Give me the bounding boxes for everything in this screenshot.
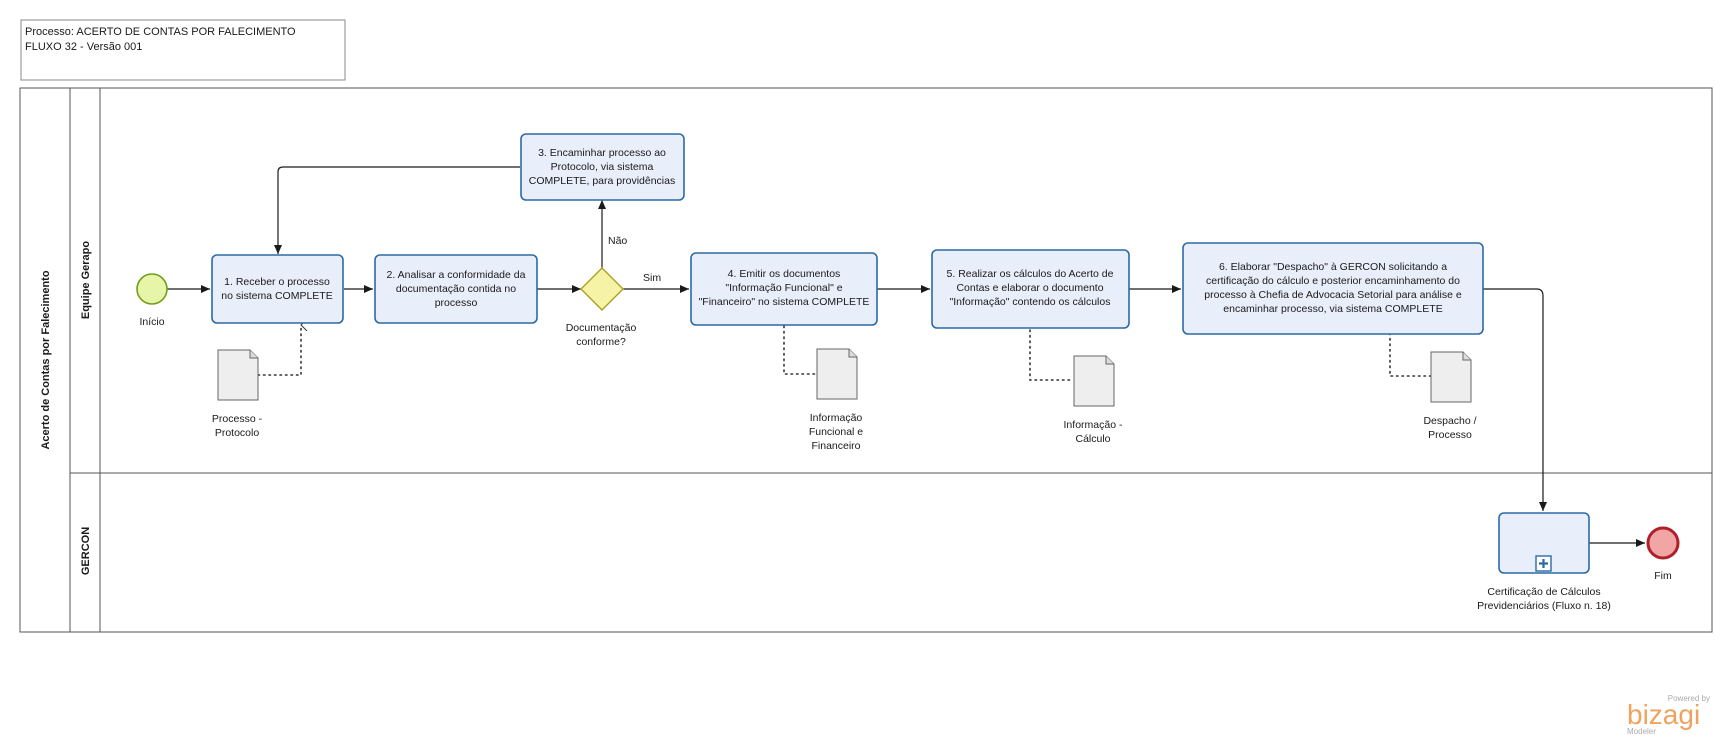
document-despacho-processo: Despacho / Processo bbox=[1423, 351, 1477, 441]
task-2[interactable]: 2. Analisar a conformidade da documentaç… bbox=[374, 254, 538, 324]
association-doc1 bbox=[257, 325, 301, 376]
task-6-line-3: processo à Chefia de Advocacia Setorial … bbox=[1204, 289, 1462, 301]
document-informacao-funcional: Informação Funcional e Financeiro bbox=[809, 348, 863, 452]
watermark-bottom: Modeler bbox=[1627, 727, 1656, 736]
doc-3-line-2: Cálculo bbox=[1075, 433, 1110, 445]
process-title: Processo: ACERTO DE CONTAS POR FALECIMEN… bbox=[25, 26, 296, 38]
task-2-line-2: documentação contida no bbox=[396, 283, 516, 295]
doc-2-line-1: Informação bbox=[810, 412, 863, 424]
doc-1-line-2: Protocolo bbox=[215, 427, 260, 439]
document-informacao-calculo: Informação - Cálculo bbox=[1064, 355, 1123, 445]
pool-label: Acerto de Contas por Falecimento bbox=[40, 270, 52, 449]
task-1-line-2: no sistema COMPLETE bbox=[221, 290, 332, 302]
task-1-line-1: 1. Receber o processo bbox=[224, 276, 330, 288]
task-3-line-2: Protocolo, via sistema bbox=[551, 161, 654, 173]
association-doc2 bbox=[783, 325, 817, 375]
subprocess-label-line-2: Previdenciários (Fluxo n. 18) bbox=[1477, 600, 1611, 612]
plus-icon bbox=[1539, 559, 1548, 568]
process-header: Processo: ACERTO DE CONTAS POR FALECIMEN… bbox=[20, 19, 346, 81]
doc-3-line-1: Informação - bbox=[1064, 419, 1123, 431]
lane-label-equipe-gerapo: Equipe Gerapo bbox=[80, 241, 92, 320]
association-doc4 bbox=[1389, 332, 1431, 377]
doc-1-line-1: Processo - bbox=[212, 413, 263, 425]
flow-task3-to-task1 bbox=[274, 166, 520, 254]
gateway-label-line-1: Documentação bbox=[566, 322, 637, 334]
task-4-line-2: "Informação Funcional" e bbox=[725, 282, 842, 294]
start-event-circle bbox=[136, 273, 168, 305]
end-event-circle bbox=[1646, 526, 1680, 560]
task-5-line-2: Contas e elaborar o documento bbox=[956, 282, 1103, 294]
end-event-label: Fim bbox=[1654, 570, 1672, 582]
gateway-diamond bbox=[580, 267, 624, 311]
document-processo-protocolo: Processo - Protocolo bbox=[212, 349, 263, 439]
document-icon bbox=[1430, 351, 1472, 403]
gateway-label-line-2: conforme? bbox=[576, 336, 626, 348]
associations bbox=[257, 325, 1431, 381]
pool: Acerto de Contas por Falecimento Equipe … bbox=[19, 87, 1713, 633]
association-doc3 bbox=[1029, 329, 1074, 381]
document-icon bbox=[816, 348, 858, 400]
watermark-brand: bizagi bbox=[1627, 699, 1700, 730]
task-5-line-3: "Informação" contendo os cálculos bbox=[950, 296, 1111, 308]
lane-label-gercon: GERCON bbox=[80, 527, 92, 575]
task-6[interactable]: 6. Elaborar "Despacho" à GERCON solicita… bbox=[1182, 242, 1484, 335]
task-3-line-3: COMPLETE, para providências bbox=[529, 175, 675, 187]
task-4[interactable]: 4. Emitir os documentos "Informação Func… bbox=[690, 252, 878, 326]
task-2-line-3: processo bbox=[435, 297, 478, 309]
end-event: Fim bbox=[1646, 526, 1680, 582]
task-1[interactable]: 1. Receber o processo no sistema COMPLET… bbox=[211, 254, 344, 324]
task-6-line-4: encaminhar processo, via sistema COMPLET… bbox=[1223, 303, 1442, 315]
document-icon bbox=[1073, 355, 1115, 407]
task-4-line-1: 4. Emitir os documentos bbox=[728, 268, 841, 280]
task-5-line-1: 5. Realizar os cálculos do Acerto de bbox=[947, 268, 1114, 280]
subprocess-certificacao[interactable]: Certificação de Cálculos Previdenciários… bbox=[1477, 512, 1611, 612]
start-event-label: Início bbox=[139, 316, 164, 328]
gateway-documentacao-conforme: Documentação conforme? bbox=[566, 267, 637, 348]
task-3[interactable]: 3. Encaminhar processo ao Protocolo, via… bbox=[520, 133, 685, 201]
watermark-top: Powered by bbox=[1668, 694, 1710, 703]
doc-2-line-2: Funcional e bbox=[809, 426, 863, 438]
document-icon bbox=[217, 349, 259, 401]
task-3-line-1: 3. Encaminhar processo ao bbox=[538, 147, 666, 159]
task-6-line-2: certificação do cálculo e posterior enca… bbox=[1206, 275, 1460, 287]
bizagi-watermark: Powered by bizagi Modeler bbox=[1627, 694, 1710, 736]
task-6-line-1: 6. Elaborar "Despacho" à GERCON solicita… bbox=[1219, 261, 1447, 273]
flow-version: FLUXO 32 - Versão 001 bbox=[25, 41, 142, 53]
task-2-line-1: 2. Analisar a conformidade da bbox=[387, 269, 526, 281]
flow-label-yes: Sim bbox=[643, 272, 661, 284]
subprocess-label-line-1: Certificação de Cálculos bbox=[1487, 586, 1600, 598]
flow-label-no: Não bbox=[608, 235, 627, 247]
start-event: Início bbox=[136, 273, 168, 328]
doc-4-line-1: Despacho / bbox=[1423, 415, 1476, 427]
doc-4-line-2: Processo bbox=[1428, 429, 1472, 441]
flow-task6-to-subprocess bbox=[1483, 288, 1547, 511]
task-5[interactable]: 5. Realizar os cálculos do Acerto de Con… bbox=[931, 249, 1130, 329]
doc-2-line-3: Financeiro bbox=[811, 440, 860, 452]
sequence-flows bbox=[167, 166, 1645, 547]
task-4-line-3: "Financeiro" no sistema COMPLETE bbox=[699, 296, 870, 308]
